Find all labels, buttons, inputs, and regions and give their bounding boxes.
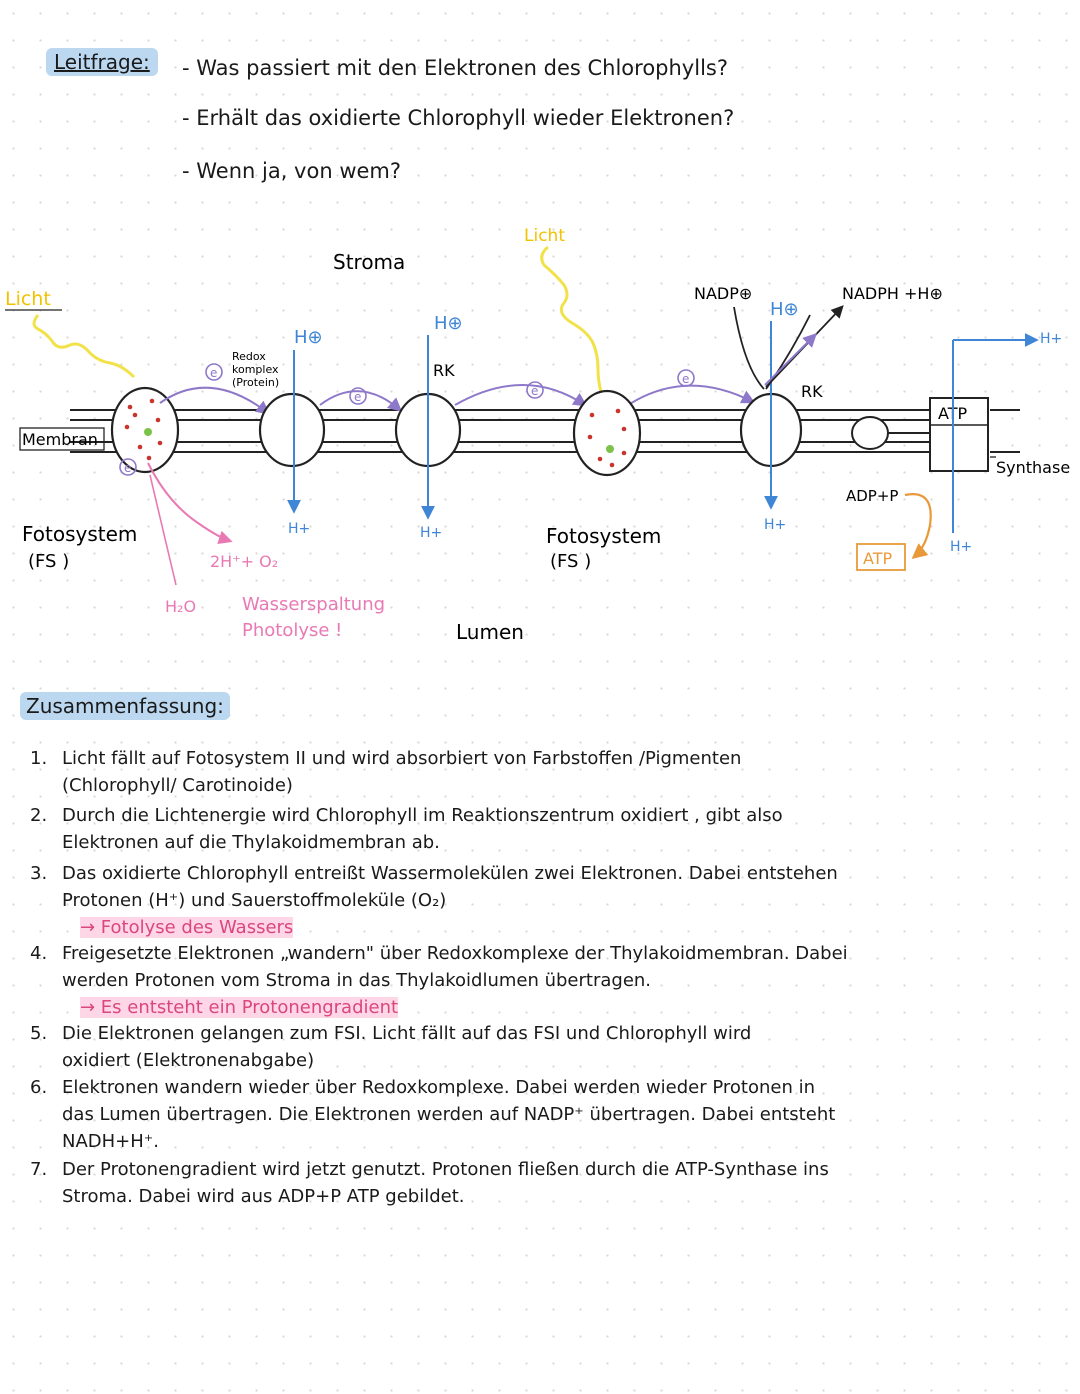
stroma-label: Stroma [333,250,405,274]
summary-arrow-note: → Fotolyse des Wassers [80,917,294,938]
electron-label-3: e [354,390,361,404]
lumen-label: Lumen [456,620,524,644]
summary-item-2: 2. Durch die Lichtenergie wird Chlorophyl… [30,802,1050,856]
electron-label-2: e [210,366,217,380]
light-wave-mid [540,245,604,396]
proton-pump-2: H⊕ H+ RK [420,313,463,541]
summary-num: 7. [30,1159,48,1180]
summary-num: 5. [30,1023,48,1044]
nadp-label: NADP⊕ [694,284,752,303]
synthase-label: Synthase [996,458,1070,477]
proton-label-bottom-2: H+ [420,525,442,541]
redox-label-2: komplex [232,363,279,376]
electron-label-5: e [682,372,689,386]
redox-label-1: Redox [232,350,266,363]
membran-label: Membran [22,430,98,449]
adp-p-label: ADP+P [846,487,898,505]
summary-line: Elektronen auf die Thylakoidmembran ab. [62,832,440,853]
summary-num: 3. [30,863,48,884]
atp-synthase: ATP Synthase [851,397,1070,477]
summary-item-1: 1. Licht fällt auf Fotosystem II und wird… [30,745,1050,799]
light-wave-left [32,314,136,379]
summary-line: NADH+H⁺. [62,1131,160,1152]
summary-line: Elektronen wandern wieder über Redoxkomp… [62,1077,816,1098]
summary-line: Protonen (H⁺) und Sauerstoffmoleküle (O₂… [62,890,447,911]
summary-line: (Chlorophyll/ Carotinoide) [62,775,293,796]
proton-pump-3: H⊕ H+ RK [764,299,823,533]
photolyse-label: Photolyse ! [242,620,342,641]
proton-pump-1: H⊕ H+ [287,327,323,537]
summary-line: Freigesetzte Elektronen „wandern" über R… [62,943,848,964]
summary-line: Das oxidierte Chlorophyll entreißt Wasse… [62,863,838,884]
water-products-label: 2H⁺+ O₂ [210,552,278,571]
summary-line: Durch die Lichtenergie wird Chlorophyll … [62,805,783,826]
question-1: - Was passiert mit den Elektronen des Ch… [182,56,728,80]
proton-label-synthase-top: H+ [1040,331,1062,347]
summary-item-5: 5. Die Elektronen gelangen zum FSI. Licht… [30,1020,1050,1074]
electron-label-4: e [531,384,538,398]
redox-label-3: (Protein) [232,376,279,389]
licht-left-label: Licht [5,288,51,310]
summary-line: Die Elektronen gelangen zum FSI. Licht f… [62,1023,752,1044]
summary-line: Stroma. Dabei wird aus ADP+P ATP gebilde… [62,1186,465,1207]
proton-label-top-2: H⊕ [434,313,463,334]
photosystem-1 [572,389,642,477]
summary-item-3: 3. Das oxidierte Chlorophyll entreißt Was… [30,860,1050,941]
summary-line: werden Protonen vom Stroma in das Thylak… [62,970,652,991]
summary-line: oxidiert (Elektronenabgabe) [62,1050,315,1071]
summary-num: 6. [30,1077,48,1098]
photosystem-2 [110,386,180,474]
fs-right-line-1: Fotosystem [546,524,661,548]
summary-line: Licht fällt auf Fotosystem II und wird a… [62,748,742,769]
fs-right-line-2: (FS ) [550,551,591,572]
fs-left-line-1: Fotosystem [22,522,137,546]
wasserspaltung-label: Wasserspaltung [242,594,385,615]
summary-title: Zusammenfassung: [20,692,230,720]
summary-arrow-note: → Es entsteht ein Protonengradient [80,997,399,1018]
summary-line: das Lumen übertragen. Die Elektronen wer… [62,1104,836,1125]
summary-line: Der Protonengradient wird jetzt genutzt.… [62,1159,829,1180]
proton-label-bottom-3: H+ [764,517,786,533]
light-reaction-diagram: Stroma Lumen Membran Licht Licht e Fotos… [5,226,1070,644]
fs-left-line-2: (FS ) [28,551,69,572]
proton-label-bottom-1: H+ [288,521,310,537]
water-label: H₂O [165,597,196,616]
summary-num: 2. [30,805,48,826]
summary-item-7: 7. Der Protonengradient wird jetzt genutz… [30,1156,1050,1210]
summary-item-4: 4. Freigesetzte Elektronen „wandern" über… [30,940,1050,1021]
question-2: - Erhält das oxidierte Chlorophyll wiede… [182,106,735,130]
redox-complex-1 [258,392,326,468]
proton-label-top-3: H⊕ [770,299,799,320]
summary-num: 4. [30,943,48,964]
atp-product-label: ATP [863,549,892,568]
rk-label-1: RK [433,361,455,380]
summary-num: 1. [30,748,48,769]
electron-label: e [124,461,131,475]
summary-item-6: 6. Elektronen wandern wieder über Redoxko… [30,1074,1050,1155]
rk-label-2: RK [801,382,823,401]
licht-mid-label: Licht [524,226,565,246]
nadph-label: NADPH +H⊕ [842,284,943,303]
question-3: - Wenn ja, von wem? [182,159,402,183]
proton-label-synthase-bottom: H+ [950,539,972,555]
proton-label-top-1: H⊕ [294,327,323,348]
leitfrage-label: Leitfrage: [46,48,158,76]
